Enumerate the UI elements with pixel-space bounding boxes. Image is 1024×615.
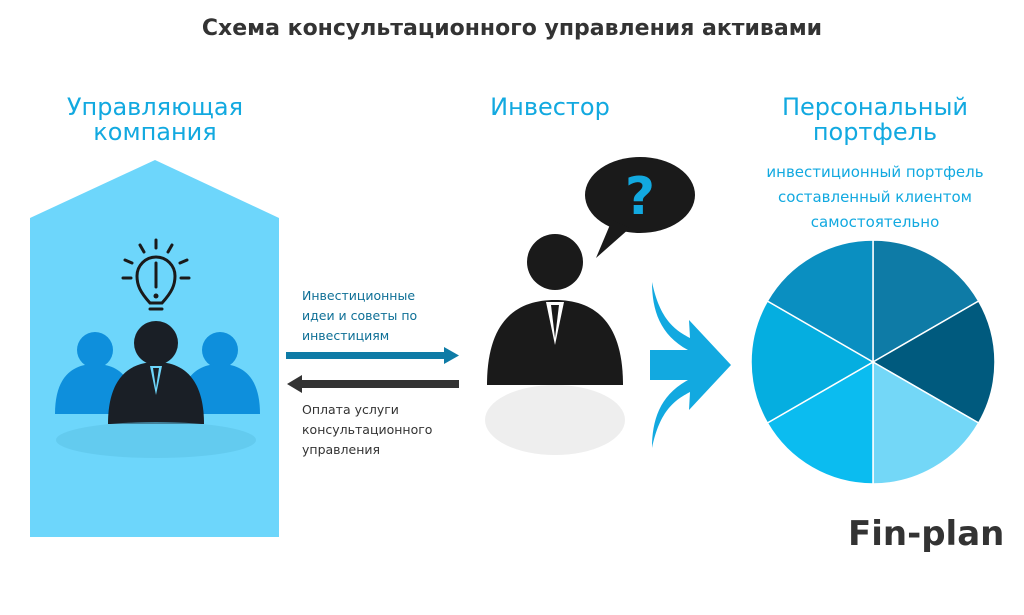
investor-title: Инвестор — [490, 93, 610, 121]
arrow-forward-line1: Инвестиционные — [302, 288, 416, 303]
pie-slice — [872, 360, 980, 485]
portfolio-title: Персональный портфель — [740, 95, 1010, 145]
arrow-back-label: Оплата услуги консультационного управлен… — [302, 400, 432, 460]
question-mark-icon: ? — [625, 167, 655, 227]
speech-bubble-icon: ? — [585, 157, 695, 258]
arrow-back-line1: Оплата услуги — [302, 402, 399, 417]
portfolio-pie — [750, 239, 996, 485]
team-icon — [55, 321, 260, 458]
pie-slice — [871, 299, 996, 425]
portfolio-title-line1: Персональный — [781, 93, 969, 121]
diagram-title: Схема консультационного управления актив… — [201, 16, 823, 41]
arrow-back-line3: управления — [302, 442, 381, 457]
arrow-forward-line3: инвестициям — [302, 328, 390, 343]
portfolio-title-line2: портфель — [812, 118, 938, 146]
arrow-forward — [286, 347, 459, 364]
portfolio-desc-line3: самостоятельно — [810, 213, 940, 231]
portfolio-desc-line1: инвестиционный портфель — [766, 163, 984, 181]
merge-arrow-icon — [650, 282, 731, 448]
portfolio-desc-line2: составленный клиентом — [778, 188, 972, 206]
company-title-line2: компания — [93, 118, 217, 146]
lightbulb-icon — [121, 238, 191, 311]
pie-slice — [750, 299, 875, 425]
pie-slice — [872, 239, 980, 364]
company-title: Управляющая компания — [30, 95, 280, 145]
arrow-forward-label: Инвестиционные идеи и советы по инвестиц… — [302, 286, 417, 346]
brand-logo: Fin-plan — [848, 514, 1005, 554]
pie-slice — [766, 360, 874, 485]
arrow-back-line2: консультационного — [302, 422, 433, 437]
portfolio-description: инвестиционный портфель составленный кли… — [740, 160, 1010, 235]
company-title-line1: Управляющая — [66, 93, 244, 121]
pie-slice — [766, 239, 874, 364]
investor-icon — [485, 234, 625, 455]
arrow-forward-line2: идеи и советы по — [302, 308, 418, 323]
arrow-back — [287, 375, 459, 393]
